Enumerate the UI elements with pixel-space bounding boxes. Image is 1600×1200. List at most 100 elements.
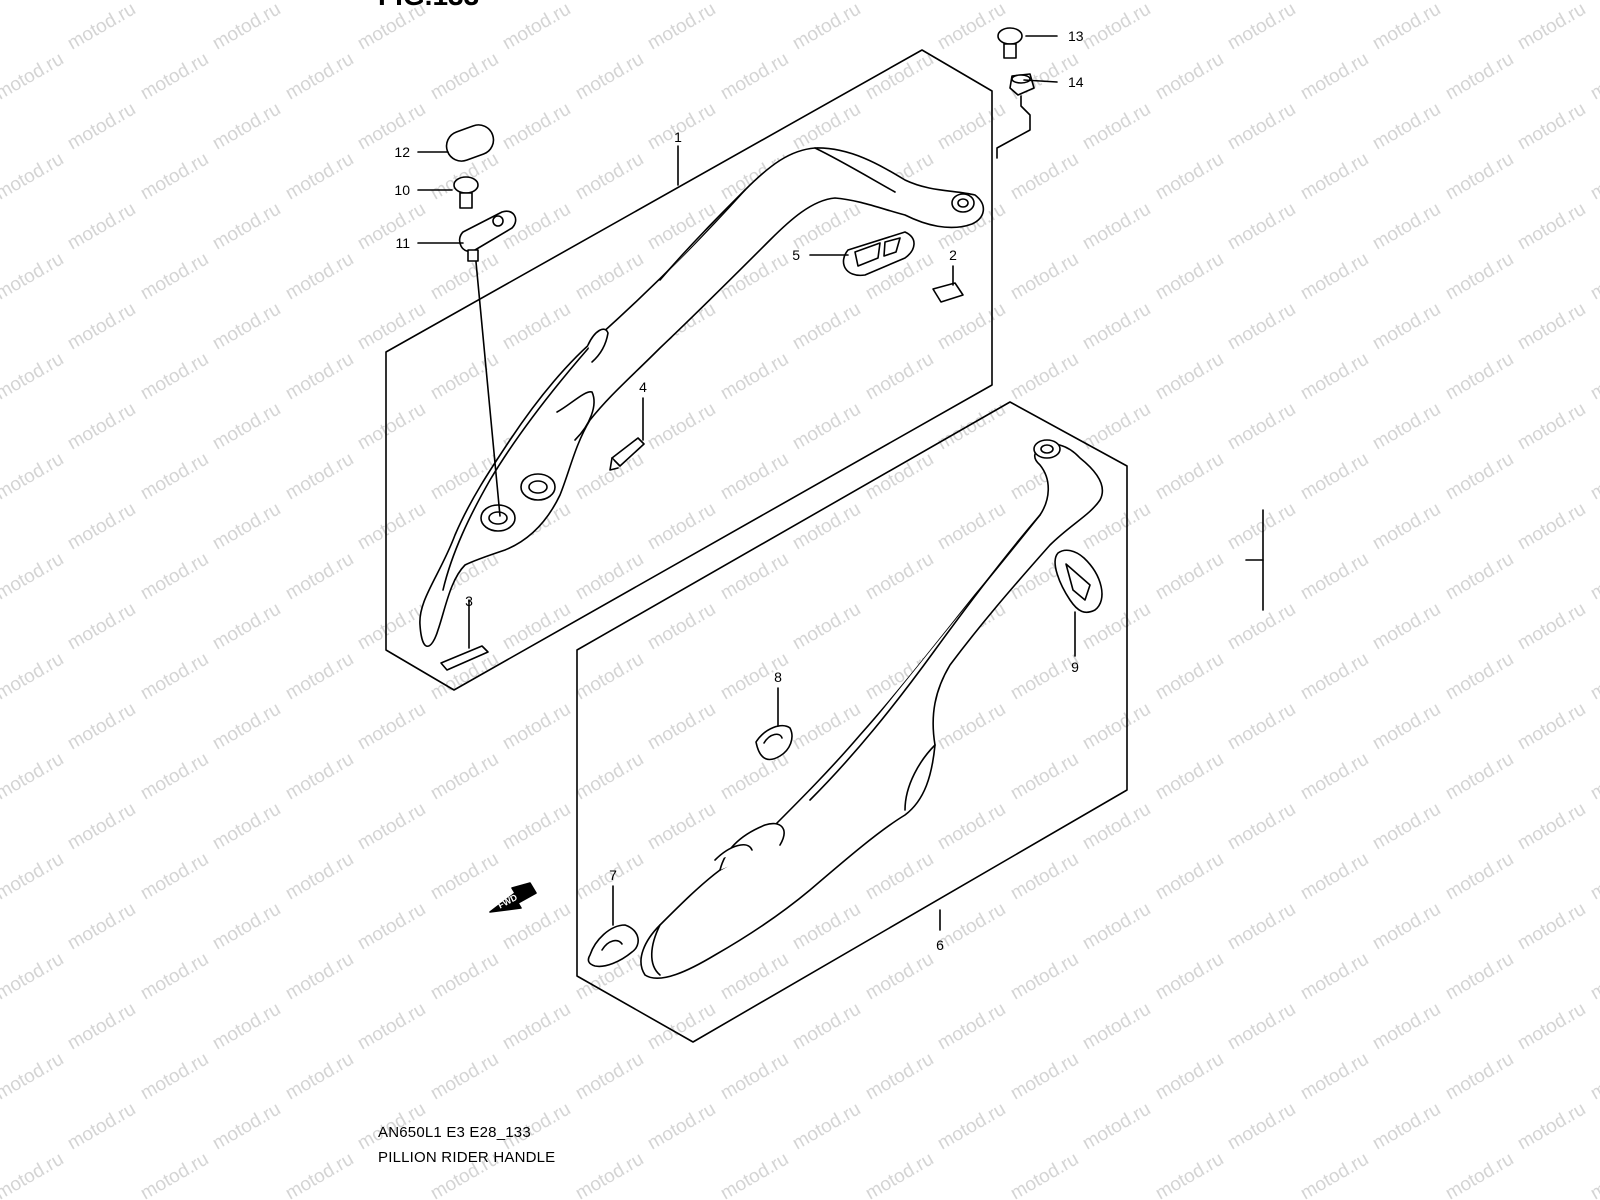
watermark-text: motod.ru bbox=[789, 99, 864, 155]
watermark-text: motod.ru bbox=[717, 549, 792, 605]
watermark-text: motod.ru bbox=[1369, 399, 1444, 455]
watermark-text: motod.ru bbox=[1152, 449, 1227, 505]
watermark-text: motod.ru bbox=[64, 99, 139, 155]
watermark-text: motod.ru bbox=[934, 799, 1009, 855]
watermark-text: motod.ru bbox=[1224, 99, 1299, 155]
watermark-text: motod.ru bbox=[862, 449, 937, 505]
watermark-text: motod.ru bbox=[64, 499, 139, 555]
watermark-text: motod.ru bbox=[862, 549, 937, 605]
watermark-text: motod.ru bbox=[1297, 549, 1372, 605]
watermark-text: motod.ru bbox=[1587, 1049, 1600, 1105]
watermark-text: motod.ru bbox=[64, 799, 139, 855]
watermark-text: motod.ru bbox=[282, 0, 357, 4]
watermark-text: motod.ru bbox=[64, 899, 139, 955]
watermark-text: motod.ru bbox=[1442, 949, 1517, 1005]
watermark-text: motod.ru bbox=[137, 49, 212, 105]
watermark-text: motod.ru bbox=[717, 749, 792, 805]
watermark-text: motod.ru bbox=[354, 699, 429, 755]
watermark-text: motod.ru bbox=[644, 699, 719, 755]
watermark-text: motod.ru bbox=[1587, 949, 1600, 1005]
watermark-text: motod.ru bbox=[137, 349, 212, 405]
watermark-text: motod.ru bbox=[1587, 549, 1600, 605]
watermark-text: motod.ru bbox=[644, 1099, 719, 1155]
watermark-text: motod.ru bbox=[1514, 499, 1589, 555]
watermark-text: motod.ru bbox=[282, 949, 357, 1005]
watermark-text: motod.ru bbox=[1297, 449, 1372, 505]
watermark-text: motod.ru bbox=[572, 649, 647, 705]
watermark-text: motod.ru bbox=[1297, 349, 1372, 405]
watermark-text: motod.ru bbox=[717, 1049, 792, 1105]
watermark-text: motod.ru bbox=[1297, 249, 1372, 305]
watermark-text: motod.ru bbox=[1587, 849, 1600, 905]
watermark-text: motod.ru bbox=[354, 99, 429, 155]
watermark-text: motod.ru bbox=[934, 1099, 1009, 1155]
watermark-text: motod.ru bbox=[0, 49, 67, 105]
watermark-text: motod.ru bbox=[1514, 99, 1589, 155]
watermark-text: motod.ru bbox=[1369, 599, 1444, 655]
callout-4: 4 bbox=[639, 379, 647, 395]
watermark-text: motod.ru bbox=[1514, 599, 1589, 655]
watermark-text: motod.ru bbox=[1152, 149, 1227, 205]
watermark-text: motod.ru bbox=[1442, 0, 1517, 4]
watermark-text: motod.ru bbox=[572, 49, 647, 105]
watermark-text: motod.ru bbox=[1514, 0, 1589, 54]
watermark-text: motod.ru bbox=[64, 199, 139, 255]
watermark-text: motod.ru bbox=[1007, 149, 1082, 205]
watermark-text: motod.ru bbox=[137, 1149, 212, 1200]
watermark-text: motod.ru bbox=[209, 499, 284, 555]
watermark-text: motod.ru bbox=[1514, 399, 1589, 455]
watermark-text: motod.ru bbox=[1224, 199, 1299, 255]
watermark-text: motod.ru bbox=[789, 599, 864, 655]
watermark-text: motod.ru bbox=[209, 399, 284, 455]
watermark-text: motod.ru bbox=[1152, 549, 1227, 605]
watermark-text: motod.ru bbox=[354, 199, 429, 255]
watermark-text: motod.ru bbox=[1152, 1049, 1227, 1105]
watermark-text: motod.ru bbox=[209, 599, 284, 655]
watermark-text: motod.ru bbox=[1224, 799, 1299, 855]
watermark-text: motod.ru bbox=[499, 599, 574, 655]
watermark-text: motod.ru bbox=[1442, 49, 1517, 105]
watermark-text: motod.ru bbox=[427, 949, 502, 1005]
model-code: AN650L1 E3 E28_133 bbox=[378, 1124, 531, 1141]
watermark-text: motod.ru bbox=[0, 849, 67, 905]
callout-10: 10 bbox=[394, 182, 410, 198]
watermark-text: motod.ru bbox=[1079, 99, 1154, 155]
watermark-text: motod.ru bbox=[282, 749, 357, 805]
watermark-text: motod.ru bbox=[1007, 0, 1082, 4]
watermark-text: motod.ru bbox=[1442, 449, 1517, 505]
watermark-text: motod.ru bbox=[1297, 849, 1372, 905]
figure-title: FIG.133 bbox=[378, 0, 479, 10]
watermark-text: motod.ru bbox=[282, 849, 357, 905]
bolt-13 bbox=[997, 27, 1023, 45]
watermark-text: motod.ru bbox=[209, 1099, 284, 1155]
watermark-text: motod.ru bbox=[427, 349, 502, 405]
watermark-text: motod.ru bbox=[1079, 699, 1154, 755]
watermark-text: motod.ru bbox=[1007, 349, 1082, 405]
watermark-text: motod.ru bbox=[1587, 649, 1600, 705]
watermark-text: motod.ru bbox=[1369, 799, 1444, 855]
watermark-text: motod.ru bbox=[572, 1149, 647, 1200]
watermark-text: motod.ru bbox=[644, 799, 719, 855]
watermark-text: motod.ru bbox=[282, 449, 357, 505]
watermark-text: motod.ru bbox=[644, 999, 719, 1055]
assembly-name: PILLION RIDER HANDLE bbox=[378, 1149, 556, 1166]
watermark-text: motod.ru bbox=[934, 299, 1009, 355]
watermark-text: motod.ru bbox=[1514, 199, 1589, 255]
watermark-text: motod.ru bbox=[1369, 299, 1444, 355]
watermark-text: motod.ru bbox=[934, 499, 1009, 555]
watermark-text: motod.ru bbox=[0, 349, 67, 405]
watermark-text: motod.ru bbox=[209, 99, 284, 155]
watermark-text: motod.ru bbox=[1369, 499, 1444, 555]
watermark-text: motod.ru bbox=[789, 399, 864, 455]
watermark-text: motod.ru bbox=[64, 699, 139, 755]
watermark-text: motod.ru bbox=[789, 899, 864, 955]
watermark-text: motod.ru bbox=[572, 149, 647, 205]
pillion-handle-right bbox=[640, 439, 1104, 980]
watermark-text: motod.ru bbox=[1079, 899, 1154, 955]
watermark-text: motod.ru bbox=[1297, 649, 1372, 705]
lower-panel-frame bbox=[576, 401, 1128, 1043]
watermark-text: motod.ru bbox=[209, 899, 284, 955]
watermark-text: motod.ru bbox=[64, 0, 139, 54]
watermark-text: motod.ru bbox=[717, 1149, 792, 1200]
